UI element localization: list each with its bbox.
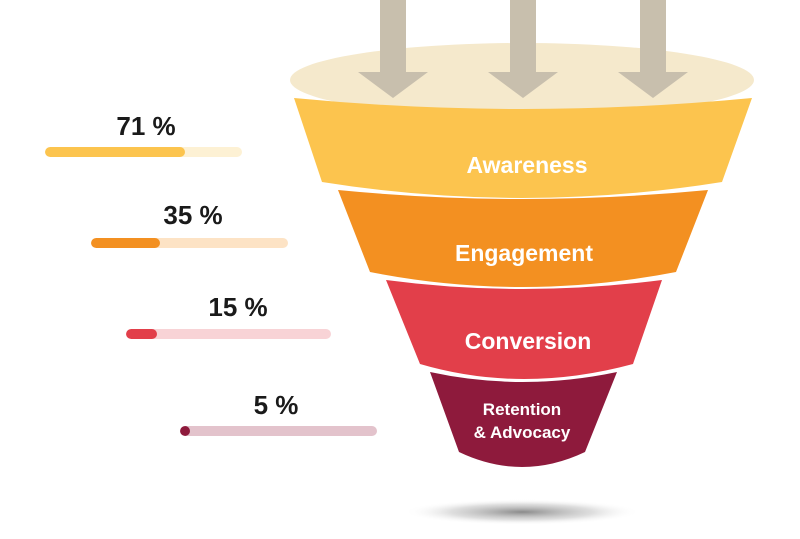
progress-fill-engagement — [91, 238, 160, 248]
stage-label-awareness: Awareness — [466, 152, 587, 178]
percent-label-engagement: 35 % — [163, 200, 223, 230]
progress-track-retention — [180, 426, 377, 436]
funnel-shadow — [404, 499, 640, 525]
funnel-stage-conversion — [386, 280, 662, 379]
stage-label-retention: Retention — [483, 400, 561, 419]
percent-label-retention: 5 % — [253, 390, 299, 420]
funnel-stage-retention — [430, 372, 617, 467]
progress-track-engagement — [91, 238, 288, 248]
stage-label-advocacy: & Advocacy — [474, 423, 571, 442]
stage-label-conversion: Conversion — [465, 328, 592, 354]
progress-track-awareness — [45, 147, 242, 157]
funnel-stage-awareness — [294, 98, 752, 198]
arrow-down-icon — [618, 0, 688, 98]
percent-label-conversion: 15 % — [208, 292, 268, 322]
progress-fill-conversion — [126, 329, 157, 339]
inflow-arrows — [358, 0, 688, 98]
funnel-stage-engagement — [338, 190, 708, 287]
progress-track-conversion — [126, 329, 331, 339]
arrow-down-icon — [488, 0, 558, 98]
arrow-down-icon — [358, 0, 428, 98]
progress-fill-awareness — [45, 147, 185, 157]
percent-label-awareness: 71 % — [116, 111, 176, 141]
progress-fill-retention — [180, 426, 190, 436]
stage-label-engagement: Engagement — [455, 240, 593, 266]
